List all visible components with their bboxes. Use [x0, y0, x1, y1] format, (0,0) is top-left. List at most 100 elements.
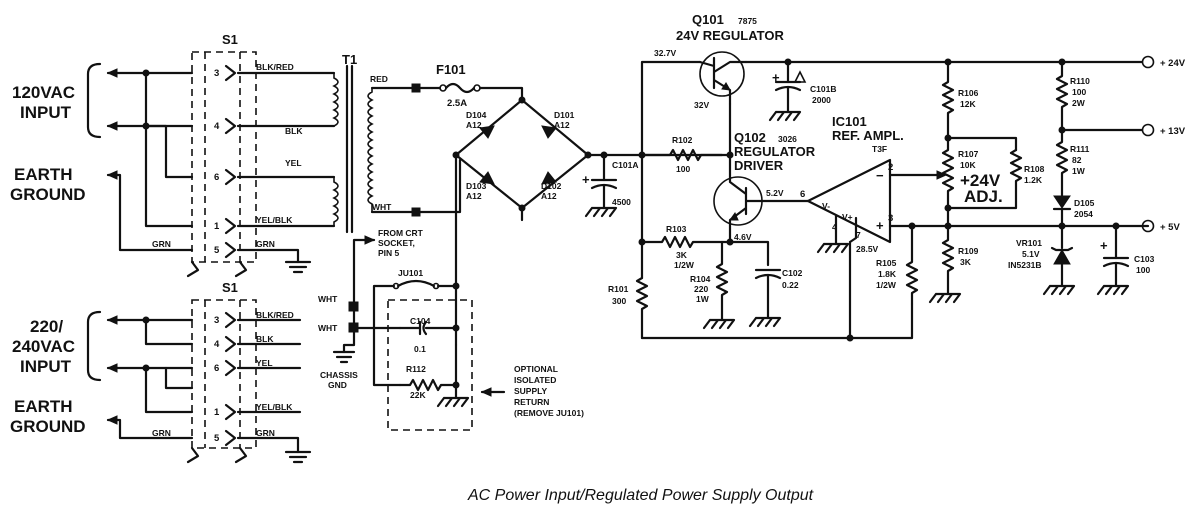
q102-type: 3026: [778, 134, 797, 144]
wire-220-blk: BLK: [256, 334, 274, 344]
output-5v: + 5V: [1160, 222, 1180, 233]
chassis-line2: GND: [328, 380, 347, 390]
c103-label: C103: [1134, 254, 1155, 264]
q101-regulator: Q101 7875 24V REGULATOR 32.7V 32V: [654, 12, 784, 110]
ic101-minus: −: [876, 168, 884, 183]
r104-label: R104: [690, 274, 711, 284]
s1-upper-label: S1: [222, 32, 238, 47]
wire-220-blkred: BLK/RED: [256, 310, 294, 320]
r102-label: R102: [672, 135, 693, 145]
chassis-line1: CHASSIS: [320, 370, 358, 380]
c101a-plus: +: [582, 172, 590, 187]
q101-label: Q101: [692, 12, 724, 27]
t1-wire-blkred: BLK/RED: [256, 62, 294, 72]
r108-label: R108: [1024, 164, 1045, 174]
r106-value: 12K: [960, 99, 976, 109]
s1-lower-pin-4: 4: [214, 339, 220, 350]
t1-sec-red: RED: [370, 74, 388, 84]
q102-desc2: DRIVER: [734, 158, 784, 173]
crt-line1: FROM CRT: [378, 228, 424, 238]
r107-adj2: ADJ.: [964, 187, 1003, 206]
r111-value: 82: [1072, 155, 1082, 165]
r107-value: 10K: [960, 160, 976, 170]
vr101-label: VR101: [1016, 238, 1042, 248]
t1-wire-grn-left: GRN: [152, 239, 171, 249]
switch-s1-lower: S1 3 4 6 1 5 BLK/RED BLK YEL YEL/BLK GRN…: [152, 280, 312, 464]
d104-type: A12: [466, 120, 482, 130]
output-24v: + 24V: [1160, 58, 1186, 69]
r101-label: R101: [608, 284, 629, 294]
diagram-caption: AC Power Input/Regulated Power Supply Ou…: [467, 487, 814, 504]
earth-ground-1-line1: EARTH: [14, 165, 73, 184]
c101b-plus: +: [772, 70, 780, 85]
c101b-value: 2000: [812, 95, 831, 105]
t1-sec-wht: WHT: [372, 202, 392, 212]
switch-s1-upper: S1 3 4 6 1 5: [186, 32, 336, 278]
s1-lower-pin-1: 1: [214, 407, 220, 418]
output-13v: + 13V: [1160, 126, 1186, 137]
r112-value: 22K: [410, 390, 426, 400]
r107-adj1: +24V: [960, 171, 1001, 190]
r111-label: R111: [1070, 144, 1090, 154]
s1-pin-4: 4: [214, 121, 220, 132]
t1-wire-yelblk: YEL/BLK: [256, 215, 293, 225]
r105-label: R105: [876, 258, 897, 268]
optional-line3: SUPPLY: [514, 386, 548, 396]
wire-220-grn-left: GRN: [152, 428, 171, 438]
r103-label: R103: [666, 224, 687, 234]
c103-value: 100: [1136, 265, 1150, 275]
earth-ground-2-line2: GROUND: [10, 417, 86, 436]
ju101-label: JU101: [398, 268, 423, 278]
optional-line1: OPTIONAL: [514, 364, 558, 374]
r107-label: R107: [958, 149, 979, 159]
vr101-type: IN5231B: [1008, 260, 1042, 270]
c101a-label: C101A: [612, 160, 638, 170]
c102-label: C102: [782, 268, 803, 278]
ic101-vminus: V-: [822, 201, 830, 211]
t1-label: T1: [342, 52, 357, 67]
r110-power: 2W: [1072, 98, 1086, 108]
r102-value: 100: [676, 164, 690, 174]
r104-power: 1W: [696, 294, 710, 304]
s1-lower-pin-5: 5: [214, 433, 220, 444]
ic101-desc: REF. AMPL.: [832, 128, 904, 143]
input-220vac-block: 220/ 240VAC INPUT EARTH GROUND: [10, 310, 194, 440]
bridge-rectifier: D104 A12 D101 A12 D103 A12 D102 A12: [418, 96, 592, 347]
r112-label: R112: [406, 364, 426, 374]
r105-power: 1/2W: [876, 280, 897, 290]
d101-label: D101: [554, 110, 575, 120]
q101-vin: 32.7V: [654, 48, 677, 58]
transformer-t1: T1 BLK/RED BLK YEL YEL/BLK GRN GRN RED W…: [152, 52, 421, 249]
q102-driver: R102 100 Q102 3026 REGULATOR DRIVER 5.2V…: [608, 102, 816, 340]
f101-label: F101: [436, 62, 466, 77]
r109-value: 3K: [960, 257, 972, 267]
q102-vbase: 5.2V: [766, 188, 784, 198]
r104-value: 220: [694, 284, 708, 294]
s1-pin-5: 5: [214, 245, 220, 256]
c102-value: 0.22: [782, 280, 799, 290]
q101-vout: 32V: [694, 100, 709, 110]
r111-power: 1W: [1072, 166, 1086, 176]
r103-value: 3K: [676, 250, 688, 260]
input-120-label-1: 120VAC: [12, 83, 75, 102]
r103-power: 1/2W: [674, 260, 695, 270]
d102-type: A12: [541, 191, 557, 201]
wire-220-yelblk: YEL/BLK: [256, 402, 293, 412]
f101-value: 2.5A: [447, 98, 467, 109]
c101a-value: 4500: [612, 197, 631, 207]
s1-pin-6: 6: [214, 172, 219, 183]
d101-type: A12: [554, 120, 570, 130]
ic101-type: T3F: [872, 144, 887, 154]
s1-pin-1: 1: [214, 221, 220, 232]
ic101-pin7: 7: [856, 230, 861, 240]
d104-label: D104: [466, 110, 487, 120]
r110-label: R110: [1070, 76, 1090, 86]
s1-lower-pin-6: 6: [214, 363, 219, 374]
c101b-label: C101B: [810, 84, 836, 94]
feedback-divider: R106 12K R107 10K +24V ADJ. R108 1.2K R1…: [928, 60, 1045, 304]
ic101-pin2: 2: [888, 162, 893, 173]
r105-value: 1.8K: [878, 269, 897, 279]
input-220-label-2: 240VAC: [12, 337, 75, 356]
r110-value: 100: [1072, 87, 1086, 97]
